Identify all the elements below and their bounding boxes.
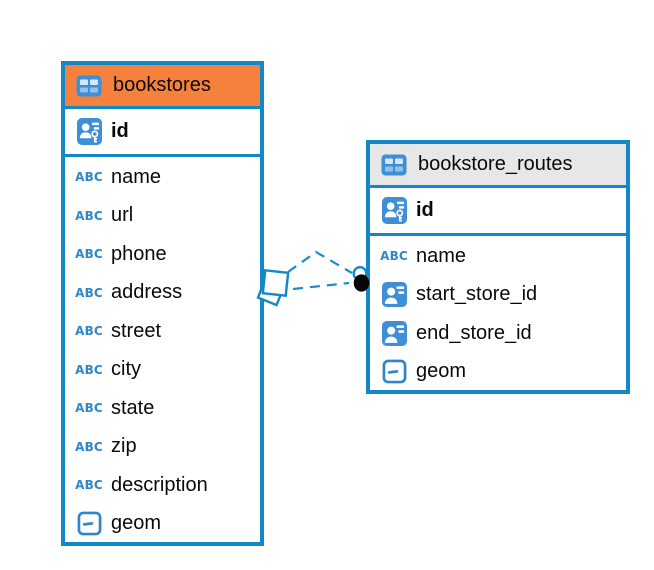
geometry-type-icon xyxy=(378,359,410,384)
column-label: zip xyxy=(111,435,137,458)
column-row[interactable]: ABC name xyxy=(370,237,626,276)
table-bookstore-routes[interactable]: bookstore_routes id ABC name start_store… xyxy=(366,140,630,394)
text-type-icon: ABC xyxy=(75,247,103,262)
table-icon xyxy=(378,154,410,176)
column-label: id xyxy=(111,120,129,142)
column-label: url xyxy=(111,204,134,227)
column-row[interactable]: ABC url xyxy=(65,197,260,236)
table-icon xyxy=(73,75,105,97)
primary-key-icon xyxy=(73,118,105,145)
column-label: name xyxy=(416,244,467,267)
column-row[interactable]: geom xyxy=(370,353,626,392)
column-row[interactable]: ABC phone xyxy=(65,235,260,274)
column-label: geom xyxy=(111,512,162,535)
text-type-icon: ABC xyxy=(75,401,103,416)
geometry-type-icon xyxy=(73,511,105,536)
foreign-key-icon xyxy=(378,321,410,346)
column-row-id[interactable]: id xyxy=(65,109,260,157)
column-label: phone xyxy=(111,242,167,265)
column-label: id xyxy=(416,199,434,221)
column-label: end_store_id xyxy=(416,321,532,344)
column-list: ABC name start_store_id end_store_id geo… xyxy=(370,236,626,391)
column-row[interactable]: geom xyxy=(65,505,260,544)
column-row[interactable]: ABC zip xyxy=(65,428,260,467)
text-type-icon: ABC xyxy=(75,478,103,493)
table-title: bookstores xyxy=(113,74,211,96)
column-row[interactable]: end_store_id xyxy=(370,314,626,353)
column-row[interactable]: ABC name xyxy=(65,158,260,197)
table-bookstore-routes-header[interactable]: bookstore_routes xyxy=(370,144,626,188)
primary-key-icon xyxy=(378,197,410,224)
table-bookstores-header[interactable]: bookstores xyxy=(65,65,260,109)
text-type-icon: ABC xyxy=(75,362,103,377)
table-bookstores[interactable]: bookstores id ABC name ABC url ABC phone… xyxy=(61,61,264,546)
column-label: start_store_id xyxy=(416,283,538,306)
column-row[interactable]: ABC city xyxy=(65,351,260,390)
text-type-icon: ABC xyxy=(380,249,408,264)
dot-end-marker[interactable] xyxy=(353,274,370,292)
foreign-key-icon xyxy=(378,282,410,307)
relationship-line[interactable] xyxy=(292,281,350,291)
text-type-icon: ABC xyxy=(75,439,103,454)
table-title: bookstore_routes xyxy=(418,153,573,175)
text-type-icon: ABC xyxy=(75,324,103,339)
column-row[interactable]: ABC state xyxy=(65,389,260,428)
relationship-line[interactable] xyxy=(287,250,353,274)
column-label: state xyxy=(111,396,155,419)
square-end-marker[interactable] xyxy=(261,269,290,297)
column-label: city xyxy=(111,358,141,381)
column-label: description xyxy=(111,473,208,496)
column-row[interactable]: start_store_id xyxy=(370,276,626,315)
column-label: address xyxy=(111,281,183,304)
column-label: street xyxy=(111,319,162,342)
column-label: geom xyxy=(416,360,467,383)
text-type-icon: ABC xyxy=(75,208,103,223)
column-list: ABC name ABC url ABC phone ABC address A… xyxy=(65,157,260,543)
text-type-icon: ABC xyxy=(75,285,103,300)
column-row[interactable]: ABC description xyxy=(65,466,260,505)
column-label: name xyxy=(111,165,162,188)
column-row[interactable]: ABC address xyxy=(65,274,260,313)
column-row[interactable]: ABC street xyxy=(65,312,260,351)
column-row-id[interactable]: id xyxy=(370,188,626,236)
text-type-icon: ABC xyxy=(75,170,103,185)
